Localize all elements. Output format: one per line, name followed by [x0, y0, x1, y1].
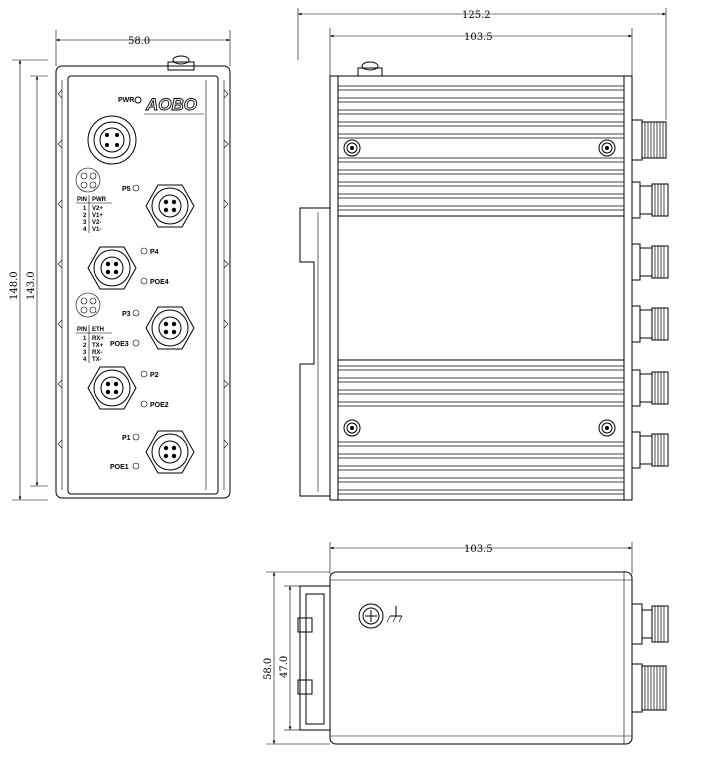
label-p5: P5 — [122, 186, 131, 193]
ground-symbol-icon — [386, 606, 403, 623]
led-p3 — [132, 309, 140, 317]
side-port-connector — [631, 243, 669, 281]
side-power-connector — [631, 119, 667, 161]
side-view: 125.2 103.5 — [297, 8, 669, 501]
bottom-port-connector — [631, 603, 669, 645]
bottom-view: 103.5 58.0 47.0 — [263, 542, 669, 745]
pwr-pin-number: 4 — [83, 227, 87, 233]
front-housing — [55, 65, 231, 499]
eth-pin-table: PIN ETH 1 RX+ 2 TX+ 3 RX- 4 TX- — [76, 325, 112, 363]
pwr-pin-number: 1 — [83, 206, 87, 212]
port-p1 — [145, 430, 195, 474]
dim-side-total: 125.2 — [462, 10, 491, 21]
eth-pinout-diagram — [75, 292, 101, 318]
led-poe2 — [140, 400, 148, 408]
eth-pin-signal: TX+ — [92, 343, 104, 349]
bottom-din-clip — [299, 585, 330, 731]
side-port-connector — [631, 369, 669, 407]
eth-table-header-name: ETH — [92, 327, 104, 333]
dim-side-body: 103.5 — [464, 32, 493, 43]
port-p3 — [145, 306, 195, 350]
dim-front-outer-height: 148.0 — [9, 271, 20, 300]
dim-bottom-length: 103.5 — [464, 544, 493, 555]
front-view: 58.0 148.0 143.0 PWR AOBO — [9, 30, 231, 501]
led-poe3 — [132, 339, 140, 347]
eth-pin-number: 3 — [83, 350, 87, 356]
pwr-pinout-diagram — [75, 167, 101, 193]
side-housing — [329, 75, 633, 501]
dim-front-inner-height: 143.0 — [26, 271, 37, 300]
eth-pin-signal: RX+ — [92, 336, 104, 342]
label-p2: P2 — [150, 372, 159, 379]
port-p5 — [145, 184, 195, 228]
bottom-power-connector — [631, 663, 667, 713]
label-p3: P3 — [122, 311, 131, 318]
label-poe4: POE4 — [150, 279, 169, 286]
pwr-pin-number: 3 — [83, 220, 87, 226]
label-poe3: POE3 — [110, 341, 129, 348]
pwr-pin-number: 2 — [83, 213, 87, 219]
pwr-pin-signal: V1- — [92, 227, 101, 233]
led-poe1 — [132, 462, 140, 470]
side-fins-upper — [338, 85, 624, 211]
led-poe4 — [140, 277, 148, 285]
pwr-pin-signal: V1+ — [92, 213, 103, 219]
led-p2 — [140, 370, 148, 378]
led-p1 — [132, 433, 140, 441]
dim-bottom-outer-width: 58.0 — [263, 658, 274, 680]
ground-screw — [358, 603, 384, 629]
pwr-pin-table: PIN PWR 1 V2+ 2 V1+ 3 V2- 4 V1- — [76, 195, 112, 233]
side-port-connector — [631, 305, 669, 343]
pwr-pin-signal: V2- — [92, 220, 101, 226]
side-label-plate — [337, 215, 625, 361]
side-fins-lower — [338, 365, 624, 495]
eth-pin-signal: TX- — [92, 357, 102, 363]
led-p5 — [132, 184, 140, 192]
din-rail-clip — [299, 207, 330, 497]
port-p4 — [87, 246, 137, 290]
side-screw — [343, 139, 361, 157]
eth-pin-number: 1 — [83, 336, 87, 342]
pwr-led — [134, 96, 142, 104]
led-p4 — [140, 247, 148, 255]
eth-pin-number: 4 — [83, 357, 87, 363]
front-side-ridges — [57, 89, 229, 449]
eth-pin-signal: RX- — [92, 350, 102, 356]
eth-pin-number: 2 — [83, 343, 87, 349]
port-p2 — [87, 366, 137, 410]
front-panel-face — [67, 75, 219, 495]
dim-front-width: 58.0 — [128, 36, 150, 47]
side-port-connector — [631, 181, 669, 219]
side-screw — [598, 419, 616, 437]
bottom-housing — [329, 571, 633, 745]
label-poe2: POE2 — [150, 402, 169, 409]
front-top-screw — [167, 61, 195, 71]
pwr-table-header-name: PWR — [92, 197, 107, 203]
side-screw — [343, 419, 361, 437]
pwr-led-label: PWR — [118, 97, 134, 104]
pwr-table-header-pin: PIN — [77, 197, 87, 203]
label-p1: P1 — [122, 435, 131, 442]
power-connector — [87, 115, 137, 165]
side-screw — [598, 139, 616, 157]
dim-bottom-inner-width: 47.0 — [279, 656, 290, 678]
label-p4: P4 — [150, 249, 159, 256]
side-port-connector — [631, 431, 669, 469]
pwr-pin-signal: V2+ — [92, 206, 103, 212]
eth-table-header-pin: PIN — [77, 327, 87, 333]
brand-logo: AOBO — [145, 95, 197, 114]
label-poe1: POE1 — [110, 464, 129, 471]
side-top-screw — [357, 67, 383, 77]
